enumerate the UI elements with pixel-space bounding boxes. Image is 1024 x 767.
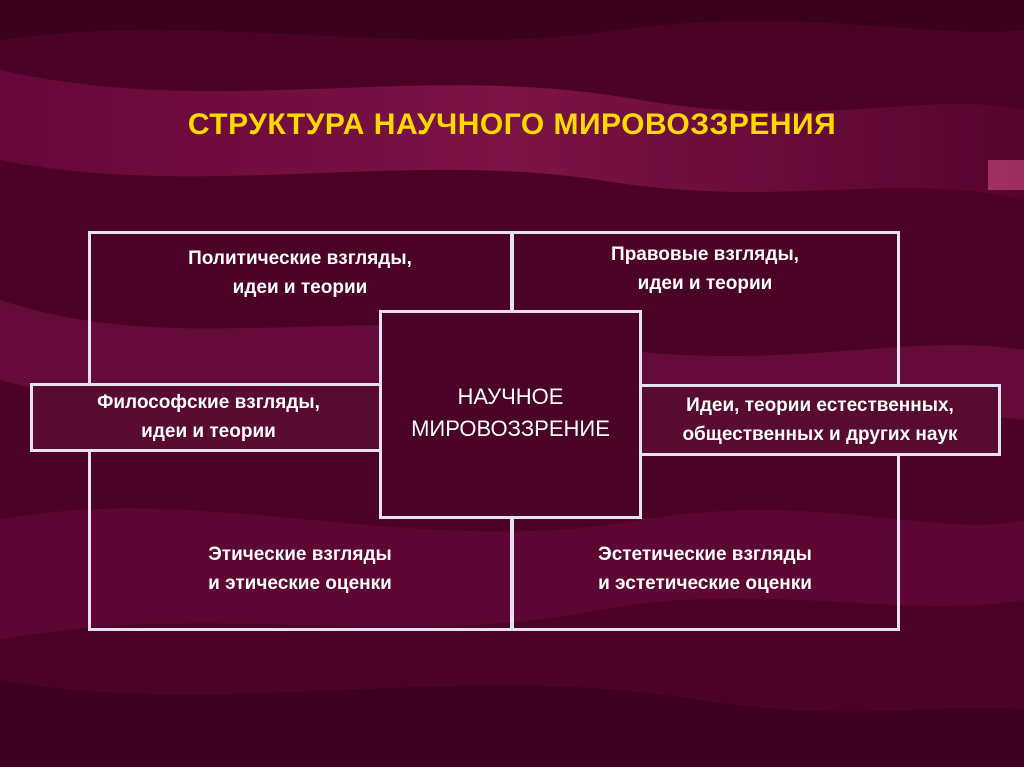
sciences-line1: Идеи, теории естественных, xyxy=(686,395,954,416)
scientific-worldview-text: НАУЧНОЕ МИРОВОЗЗРЕНИЕ xyxy=(382,381,639,445)
political-line1: Политические взгляды, xyxy=(188,248,412,269)
philosophical-views-text: Философские взгляды, идеи и теории xyxy=(33,388,384,446)
aesthetic-line2: и эстетические оценки xyxy=(598,573,812,594)
political-line2: идеи и теории xyxy=(232,277,368,298)
political-views-text: Политические взгляды, идеи и теории xyxy=(100,244,500,302)
center-line1: НАУЧНОЕ xyxy=(457,384,564,409)
ethical-views-text: Этические взгляды и этические оценки xyxy=(100,540,500,598)
ethical-line1: Этические взгляды xyxy=(208,544,392,565)
aesthetic-line1: Эстетические взгляды xyxy=(598,544,812,565)
aesthetic-views-text: Эстетические взгляды и эстетические оцен… xyxy=(520,540,890,598)
philosophical-line2: идеи и теории xyxy=(141,421,276,442)
slide-title: СТРУКТУРА НАУЧНОГО МИРОВОЗЗРЕНИЯ xyxy=(187,108,837,141)
legal-line2: идеи и теории xyxy=(637,273,773,294)
sciences-ideas-text: Идеи, теории естественных, общественных … xyxy=(642,391,998,449)
legal-line1: Правовые взгляды, xyxy=(611,244,799,265)
center-line2: МИРОВОЗЗРЕНИЕ xyxy=(411,416,610,441)
sciences-line2: общественных и других наук xyxy=(682,424,958,445)
philosophical-line1: Философские взгляды, xyxy=(97,392,320,413)
ethical-line2: и этические оценки xyxy=(208,573,392,594)
legal-views-text: Правовые взгляды, идеи и теории xyxy=(520,240,890,298)
scientific-worldview-box xyxy=(379,310,642,519)
philosophical-views-box xyxy=(30,383,387,452)
sciences-ideas-box xyxy=(639,384,1001,456)
